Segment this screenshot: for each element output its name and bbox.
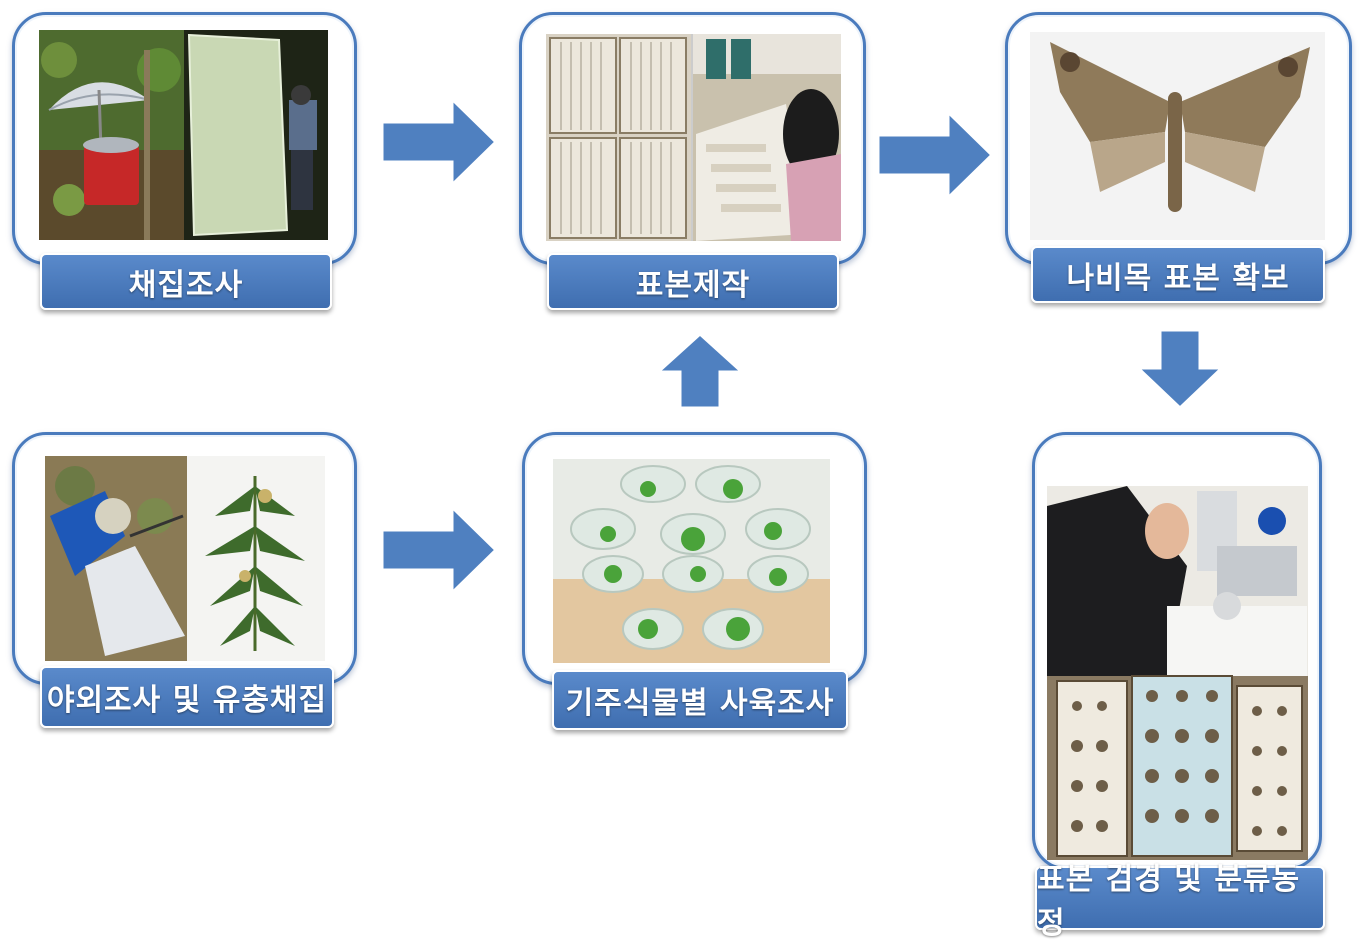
arrow-right-icon xyxy=(380,97,500,187)
specimen-making-photo xyxy=(546,34,841,241)
step-label-host-rearing: 기주식물별 사육조사 xyxy=(552,670,848,730)
arrow-up-icon xyxy=(655,332,745,410)
arrow-right-icon xyxy=(876,110,996,200)
arrow-right-icon xyxy=(380,505,500,595)
identification-photo xyxy=(1047,486,1308,860)
step-label-field-survey: 야외조사 및 유충채집 xyxy=(40,666,334,728)
moth-specimen-photo xyxy=(1030,32,1325,240)
collection-photo xyxy=(39,30,328,240)
step-label-lepidoptera: 나비목 표본 확보 xyxy=(1031,246,1325,303)
host-rearing-photo xyxy=(553,459,830,663)
field-survey-photo xyxy=(45,456,325,661)
arrow-down-icon xyxy=(1135,328,1225,410)
step-label-identification: 표본 검경 및 분류동정 xyxy=(1035,862,1325,941)
step-label-collection: 채집조사 xyxy=(40,253,332,310)
step-label-specimen-making: 표본제작 xyxy=(547,253,839,310)
